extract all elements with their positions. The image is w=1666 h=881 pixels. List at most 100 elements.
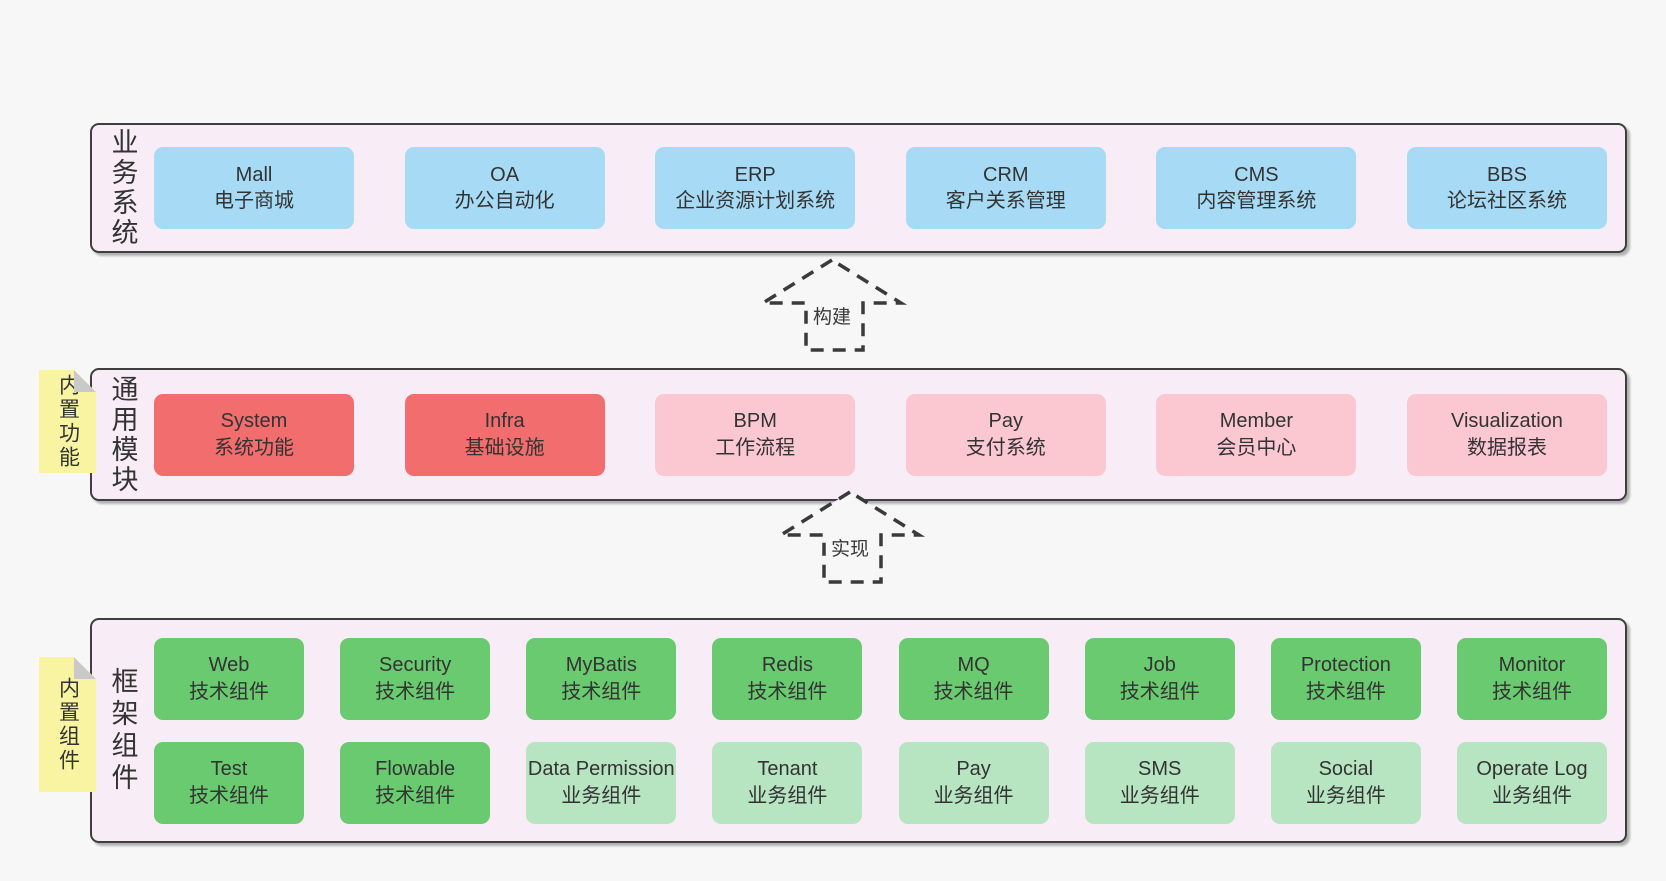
box-title: BBS <box>1486 163 1527 186</box>
box-subtitle: 支付系统 <box>965 436 1046 459</box>
box-title: ERP <box>734 163 776 186</box>
box-subtitle: 基础设施 <box>464 436 545 459</box>
box-subtitle: 工作流程 <box>715 436 796 459</box>
sticky-note-label: 内置组件 <box>56 676 80 773</box>
module-box-pay-component: Pay 业务组件 <box>898 741 1049 824</box>
box-subtitle: 办公自动化 <box>454 190 555 212</box>
module-box-pay-module: Pay 支付系统 <box>905 393 1106 476</box>
box-subtitle: 技术组件 <box>1119 680 1200 703</box>
box-title: Test <box>210 758 248 781</box>
box-title: MyBatis <box>565 654 637 677</box>
box-title: Web <box>208 654 250 677</box>
box-title: Redis <box>761 654 813 677</box>
module-box-social: Social 业务组件 <box>1270 741 1421 824</box>
module-box-bbs: BBS 论坛社区系统 <box>1406 147 1607 229</box>
module-row: System 系统功能 Infra 基础设施 BPM 工作流程 Pay 支付系统 Member 会… <box>154 393 1607 476</box>
box-subtitle: 技术组件 <box>933 680 1014 703</box>
box-subtitle: 客户关系管理 <box>945 190 1066 212</box>
box-title: Pay <box>956 758 991 781</box>
box-title: SMS <box>1138 758 1182 781</box>
module-box-bpm: BPM 工作流程 <box>655 393 856 476</box>
box-title: Operate Log <box>1476 758 1588 781</box>
module-box-tenant: Tenant 业务组件 <box>712 741 863 824</box>
box-title: Security <box>379 654 452 677</box>
module-box-crm: CRM 客户关系管理 <box>905 147 1106 229</box>
sticky-note-built-in-components: 内置组件 <box>39 657 96 792</box>
box-title: System <box>220 410 288 433</box>
box-title: Member <box>1219 410 1294 433</box>
arrow-build-label: 构建 <box>809 301 855 330</box>
box-subtitle: 电子商城 <box>214 190 294 212</box>
box-title: Infra <box>484 410 525 433</box>
arrow-implement-label: 实现 <box>827 533 873 562</box>
box-subtitle: 业务组件 <box>1491 784 1572 807</box>
box-subtitle: 会员中心 <box>1216 436 1297 459</box>
box-title: Data Permission <box>527 758 675 781</box>
box-subtitle: 内容管理系统 <box>1196 190 1317 212</box>
box-subtitle: 业务组件 <box>933 784 1014 807</box>
box-title: Job <box>1143 654 1176 677</box>
arrow-implement: 实现 <box>774 489 926 585</box>
box-subtitle: 论坛社区系统 <box>1446 190 1567 212</box>
module-box-sms: SMS 业务组件 <box>1084 741 1235 824</box>
module-box-security: Security 技术组件 <box>340 637 491 720</box>
box-title: Pay <box>988 410 1024 433</box>
band-rows-common-modules: System 系统功能 Infra 基础设施 BPM 工作流程 Pay 支付系统 Member 会… <box>154 370 1625 499</box>
module-box-operate-log: Operate Log 业务组件 <box>1456 741 1607 824</box>
box-subtitle: 技术组件 <box>189 784 269 807</box>
band-label-framework-components: 框架组件 <box>107 666 138 795</box>
box-subtitle: 技术组件 <box>189 680 269 703</box>
band-label-common-modules: 通用模块 <box>107 374 138 495</box>
box-subtitle: 业务组件 <box>561 784 642 807</box>
box-subtitle: 系统功能 <box>214 436 294 459</box>
module-box-web: Web 技术组件 <box>154 637 304 720</box>
module-box-erp: ERP 企业资源计划系统 <box>655 147 856 229</box>
box-title: Flowable <box>375 758 456 781</box>
box-title: Protection <box>1300 654 1391 677</box>
box-subtitle: 技术组件 <box>375 680 456 703</box>
module-box-system: System 系统功能 <box>154 393 354 476</box>
box-subtitle: 技术组件 <box>561 680 642 703</box>
box-title: Visualization <box>1451 410 1563 433</box>
box-subtitle: 数据报表 <box>1466 436 1547 459</box>
module-box-test: Test 技术组件 <box>154 741 304 824</box>
module-box-infra: Infra 基础设施 <box>404 393 605 476</box>
box-title: Tenant <box>757 758 818 781</box>
box-subtitle: 业务组件 <box>747 784 828 807</box>
box-title: BPM <box>733 410 777 433</box>
box-title: Mall <box>235 163 273 186</box>
module-box-job: Job 技术组件 <box>1084 637 1235 720</box>
box-subtitle: 技术组件 <box>375 784 456 807</box>
module-box-visualization: Visualization 数据报表 <box>1406 393 1607 476</box>
module-box-member: Member 会员中心 <box>1156 393 1357 476</box>
arrow-build: 构建 <box>756 257 908 353</box>
box-subtitle: 技术组件 <box>747 680 828 703</box>
box-subtitle: 业务组件 <box>1305 784 1386 807</box>
module-box-monitor: Monitor 技术组件 <box>1456 637 1607 720</box>
box-title: Monitor <box>1498 654 1566 677</box>
module-box-data-permission: Data Permission 业务组件 <box>526 741 677 824</box>
box-subtitle: 业务组件 <box>1119 784 1200 807</box>
module-box-redis: Redis 技术组件 <box>712 637 863 720</box>
module-box-mall: Mall 电子商城 <box>154 147 354 229</box>
sticky-note-built-in-features: 内置功能 <box>39 370 96 473</box>
box-subtitle: 技术组件 <box>1491 680 1572 703</box>
box-title: CRM <box>983 163 1029 186</box>
box-title: Social <box>1318 758 1374 781</box>
module-box-mybatis: MyBatis 技术组件 <box>526 637 677 720</box>
band-label-business-systems: 业务系统 <box>107 128 138 248</box>
module-box-flowable: Flowable 技术组件 <box>340 741 491 824</box>
box-subtitle: 企业资源计划系统 <box>675 190 836 212</box>
sticky-note-label: 内置功能 <box>56 373 80 470</box>
